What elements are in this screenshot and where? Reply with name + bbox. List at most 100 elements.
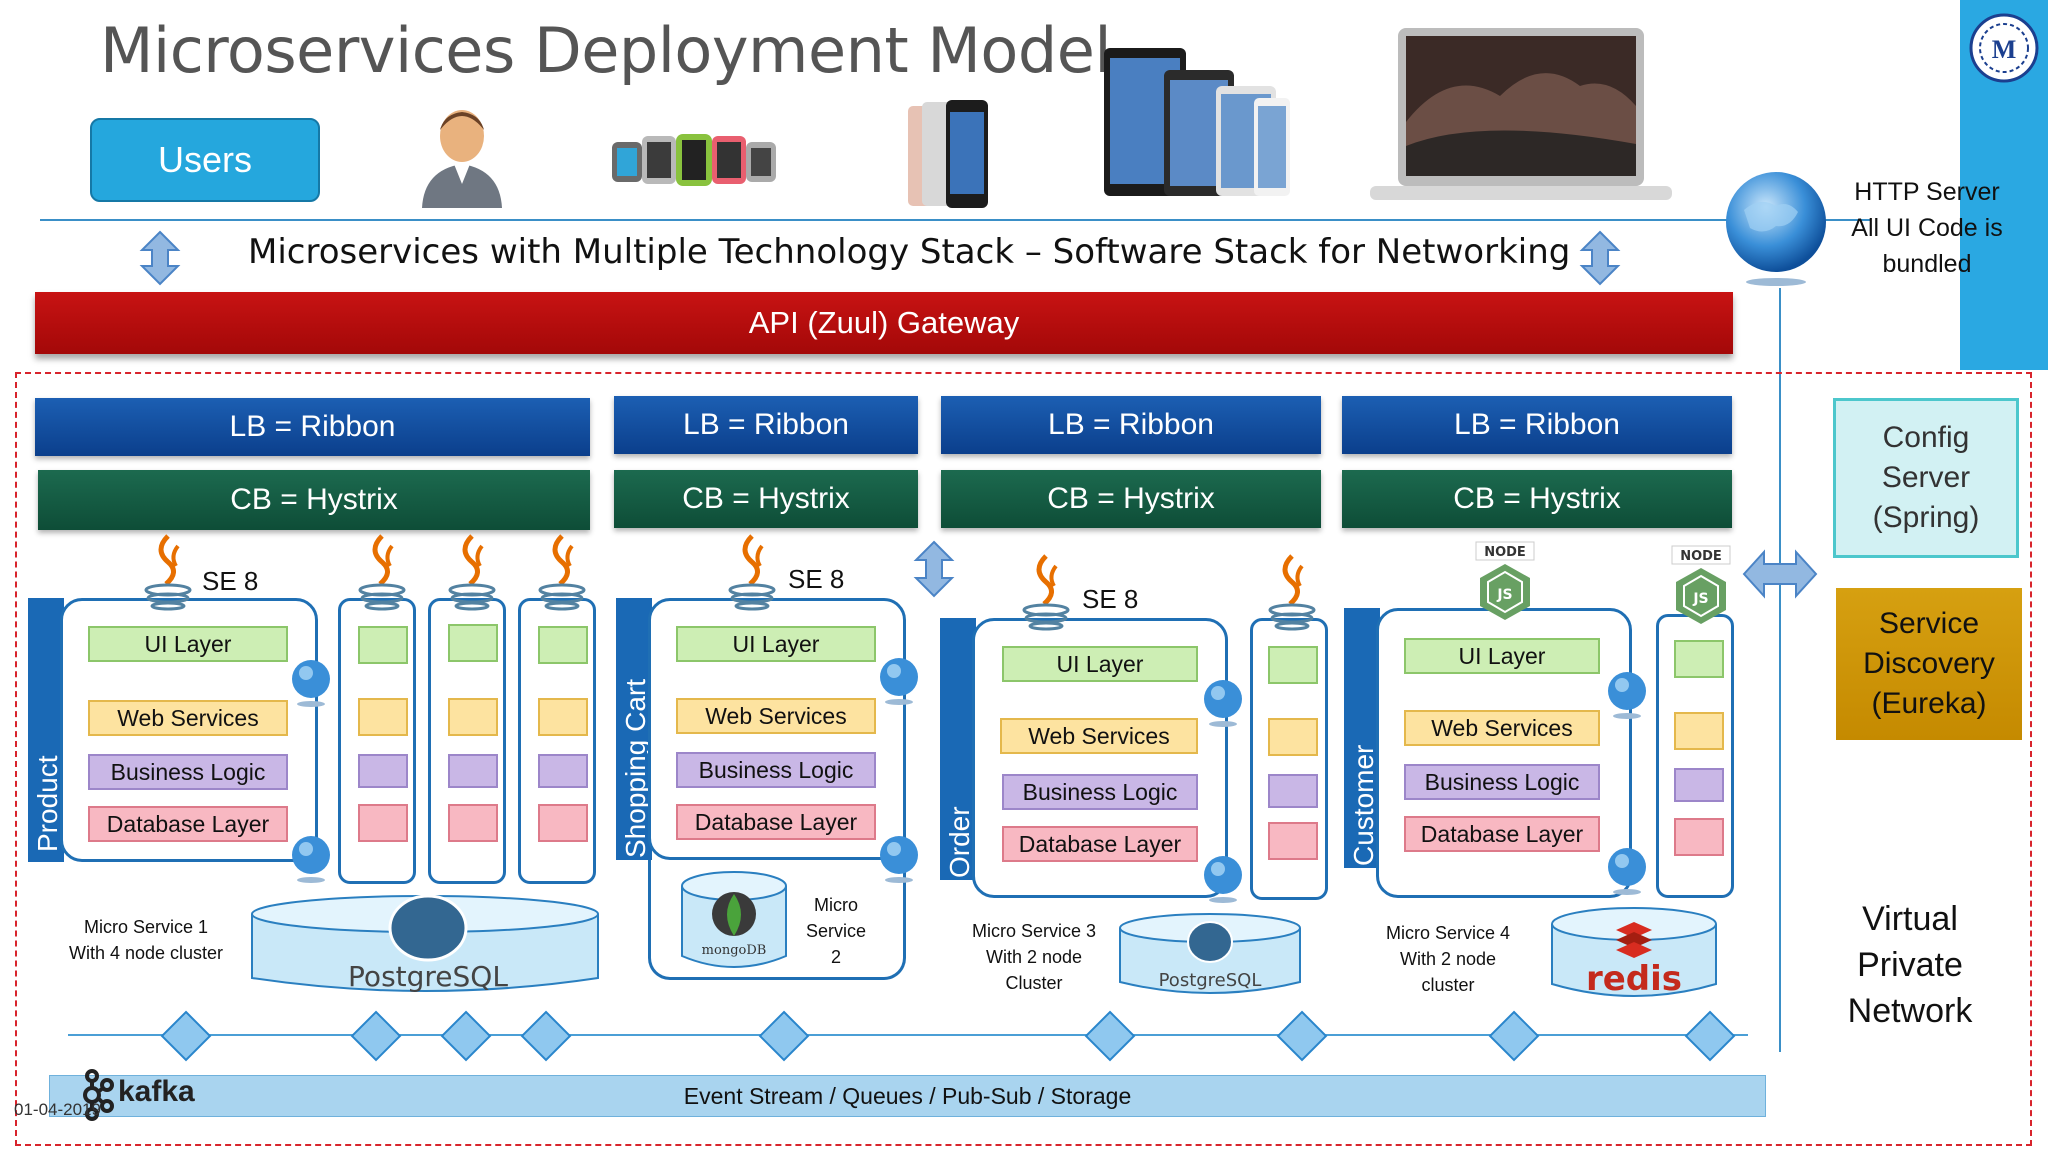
ui-layer: UI Layer (88, 626, 288, 662)
java-icon (358, 534, 406, 611)
connector-diamond (350, 1010, 402, 1062)
business-logic-layer: Business Logic (1404, 764, 1600, 800)
vpn-line: Network (1847, 992, 1973, 1030)
http-server-line-1: HTTP Server (1854, 178, 2000, 206)
business-logic-layer: Business Logic (1002, 774, 1198, 810)
business-logic-node (538, 754, 588, 788)
cb-hystrix-bar-2: CB = Hystrix (614, 470, 918, 528)
connector-diamond (1276, 1010, 1328, 1062)
service-caption-customer: Micro Service 4 With 2 node cluster (1368, 920, 1528, 998)
business-logic-node (1268, 774, 1318, 808)
globe-icon (292, 660, 330, 707)
tablet-icon (1104, 48, 1290, 196)
web-services-node (358, 698, 408, 736)
smartwatch-icon (612, 134, 776, 186)
subtitle: Microservices with Multiple Technology S… (248, 232, 1571, 272)
globe-icon (1608, 672, 1646, 719)
service-sidebar-order (940, 618, 976, 880)
ui-layer: UI Layer (1404, 638, 1600, 674)
vertical-connector (1779, 288, 1781, 1052)
service-sidebar-product (28, 598, 64, 862)
caption-line: With 2 node (1399, 949, 1497, 969)
service-caption-product: Micro Service 1 With 4 node cluster (46, 914, 246, 966)
logo-letter: M (1992, 35, 2017, 64)
service-discovery-box: Service Discovery (Eureka) (1836, 588, 2022, 740)
cb-hystrix-bar-1: CB = Hystrix (38, 470, 590, 530)
lb-ribbon-bar-1: LB = Ribbon (35, 398, 590, 456)
users-button[interactable]: Users (90, 118, 320, 202)
nodejs-icon: NODE JS (1671, 545, 1731, 624)
service-caption-shopping-cart: Micro Service 2 (784, 892, 888, 970)
divider-line (1820, 219, 1870, 221)
kafka-label: kafka (118, 1075, 195, 1108)
globe-icon (880, 836, 918, 883)
date-label: 01-04-2019 (14, 1100, 101, 1119)
discovery-line: Discovery (1863, 647, 1995, 680)
http-server-label: HTTP Server All UI Code is bundled (1830, 174, 2024, 282)
caption-line: Micro Service 1 (83, 917, 209, 937)
config-line: (Spring) (1872, 501, 1980, 534)
bidirectional-arrow-icon (913, 540, 955, 598)
config-line: Server (1881, 461, 1971, 494)
ui-layer: UI Layer (1002, 646, 1198, 682)
web-services-layer: Web Services (88, 700, 288, 736)
business-logic-layer: Business Logic (676, 752, 876, 788)
connector-diamond (1684, 1010, 1736, 1062)
discovery-line: Service (1878, 607, 1980, 640)
database-node (358, 804, 408, 842)
mongodb-icon: mongoDB (681, 871, 787, 968)
bidirectional-arrow-icon (1579, 230, 1621, 286)
connector-diamond (1488, 1010, 1540, 1062)
caption-line: Micro (814, 895, 858, 915)
java-se8-label: SE 8 (202, 566, 259, 596)
kafka-icon (83, 1069, 114, 1121)
connector-diamond (160, 1010, 212, 1062)
java-icon (1268, 554, 1316, 631)
java-se8-label: SE 8 (1082, 584, 1139, 614)
nodejs-icon: NODE JS (1475, 541, 1535, 620)
event-bus-line (68, 1034, 1748, 1036)
caption-line: Micro Service 3 (971, 921, 1097, 941)
ui-layer: UI Layer (676, 626, 876, 662)
caption-line: With 4 node cluster (68, 943, 224, 963)
postgresql-icon: PostgreSQL (251, 894, 599, 993)
connector-diamond (520, 1010, 572, 1062)
node-badge-text: NODE (1484, 545, 1526, 560)
globe-icon (880, 658, 918, 705)
java-icon (144, 534, 192, 611)
lb-ribbon-bar-4: LB = Ribbon (1342, 396, 1732, 454)
vpn-label: Virtual Private Network (1806, 896, 2014, 1034)
ui-layer-node (538, 626, 588, 664)
business-logic-layer: Business Logic (88, 754, 288, 790)
database-layer: Database Layer (88, 806, 288, 842)
node-js-text: JS (1692, 591, 1708, 607)
globe-icon (1608, 848, 1646, 895)
ui-layer-node (448, 624, 498, 662)
globe-icon (1204, 680, 1242, 727)
java-icon (1022, 554, 1070, 631)
connector-diamond (758, 1010, 810, 1062)
business-logic-node (448, 754, 498, 788)
bidirectional-arrow-icon (139, 230, 181, 286)
service-sidebar-shopping-cart (616, 598, 652, 860)
http-server-line-2: All UI Code is (1851, 214, 2003, 242)
logo-icon: M (1969, 13, 2039, 83)
lb-ribbon-bar-2: LB = Ribbon (614, 396, 918, 454)
vpn-line: Private (1857, 946, 1963, 984)
caption-line: With 2 node (985, 947, 1083, 967)
service-caption-order: Micro Service 3 With 2 node Cluster (954, 918, 1114, 996)
web-services-layer: Web Services (676, 698, 876, 734)
web-services-node (1674, 712, 1724, 750)
business-logic-node (1674, 768, 1724, 802)
java-icon (538, 534, 586, 611)
java-icon (728, 534, 776, 611)
db-name: PostgreSQL (348, 960, 508, 993)
ui-layer-node (1268, 646, 1318, 684)
http-server-line-3: bundled (1882, 250, 1972, 278)
node-js-text: JS (1496, 587, 1512, 603)
web-services-node (538, 698, 588, 736)
database-layer: Database Layer (1002, 826, 1198, 862)
web-services-node (1268, 718, 1318, 756)
service-sidebar-customer (1344, 608, 1380, 868)
caption-line: 2 (830, 947, 841, 967)
